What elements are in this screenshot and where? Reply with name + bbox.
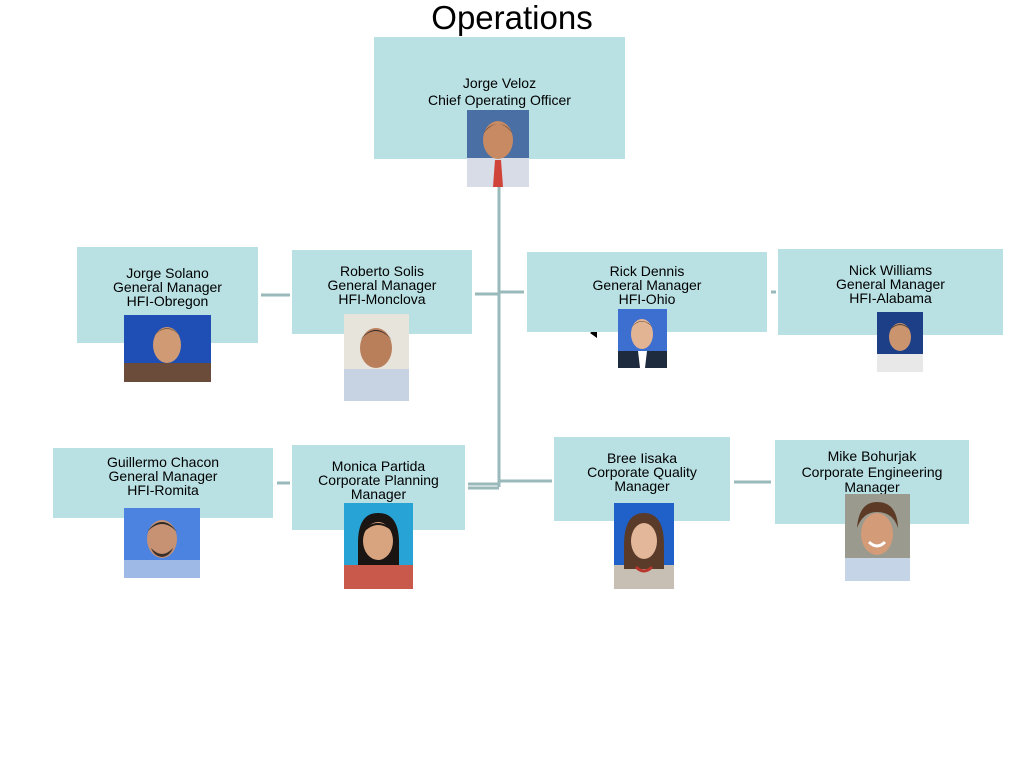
node-role: Chief Operating Officer xyxy=(428,92,571,108)
node-name: Jorge Solano xyxy=(126,265,209,281)
photo-bree-iisaka xyxy=(614,503,674,589)
node-name: Jorge Veloz xyxy=(462,75,537,91)
node-name: Rick Dennis xyxy=(609,263,685,279)
node-role: General Manager xyxy=(327,277,437,293)
node-role: General Manager xyxy=(836,276,945,292)
node-name: Bree Iisaka xyxy=(606,450,678,466)
node-role: General Manager xyxy=(592,277,702,293)
node-unit: Manager xyxy=(350,486,407,502)
node-role: Corporate Quality xyxy=(587,464,697,480)
photo-jorge-solano xyxy=(124,315,211,382)
node-name: Mike Bohurjak xyxy=(827,448,917,464)
node-unit: HFI-Romita xyxy=(127,482,199,498)
photo-jorge-veloz xyxy=(467,110,529,187)
photo-monica-partida xyxy=(344,503,413,589)
photo-nick-williams xyxy=(877,312,923,372)
node-unit: Manager xyxy=(844,479,900,495)
node-mike-bohurjak: Mike Bohurjak Corporate Engineering Mana… xyxy=(775,440,969,524)
photo-guillermo-chacon xyxy=(124,508,200,578)
node-role: General Manager xyxy=(108,468,218,484)
node-name: Nick Williams xyxy=(848,262,933,278)
node-name: Monica Partida xyxy=(331,458,426,474)
node-guillermo-chacon: Guillermo Chacon General Manager HFI-Rom… xyxy=(53,448,273,518)
node-unit: HFI-Monclova xyxy=(338,291,426,307)
chart-title: Operations xyxy=(431,0,593,36)
node-roberto-solis: Roberto Solis General Manager HFI-Monclo… xyxy=(292,250,472,334)
photo-roberto-solis xyxy=(344,314,409,401)
node-role: Corporate Engineering xyxy=(801,463,943,480)
node-unit: HFI-Ohio xyxy=(618,291,676,307)
photo-mike-bohurjak xyxy=(845,494,910,581)
node-name: Guillermo Chacon xyxy=(106,454,220,470)
node-bree-iisaka: Bree Iisaka Corporate Quality Manager xyxy=(554,437,730,521)
photo-rick-dennis xyxy=(618,309,667,368)
node-unit: Manager xyxy=(614,478,670,494)
node-role: Corporate Planning xyxy=(318,472,439,488)
node-name: Roberto Solis xyxy=(339,263,425,279)
node-role: General Manager xyxy=(113,279,222,295)
node-unit: HFI-Alabama xyxy=(849,290,932,306)
node-unit: HFI-Obregon xyxy=(126,293,209,309)
